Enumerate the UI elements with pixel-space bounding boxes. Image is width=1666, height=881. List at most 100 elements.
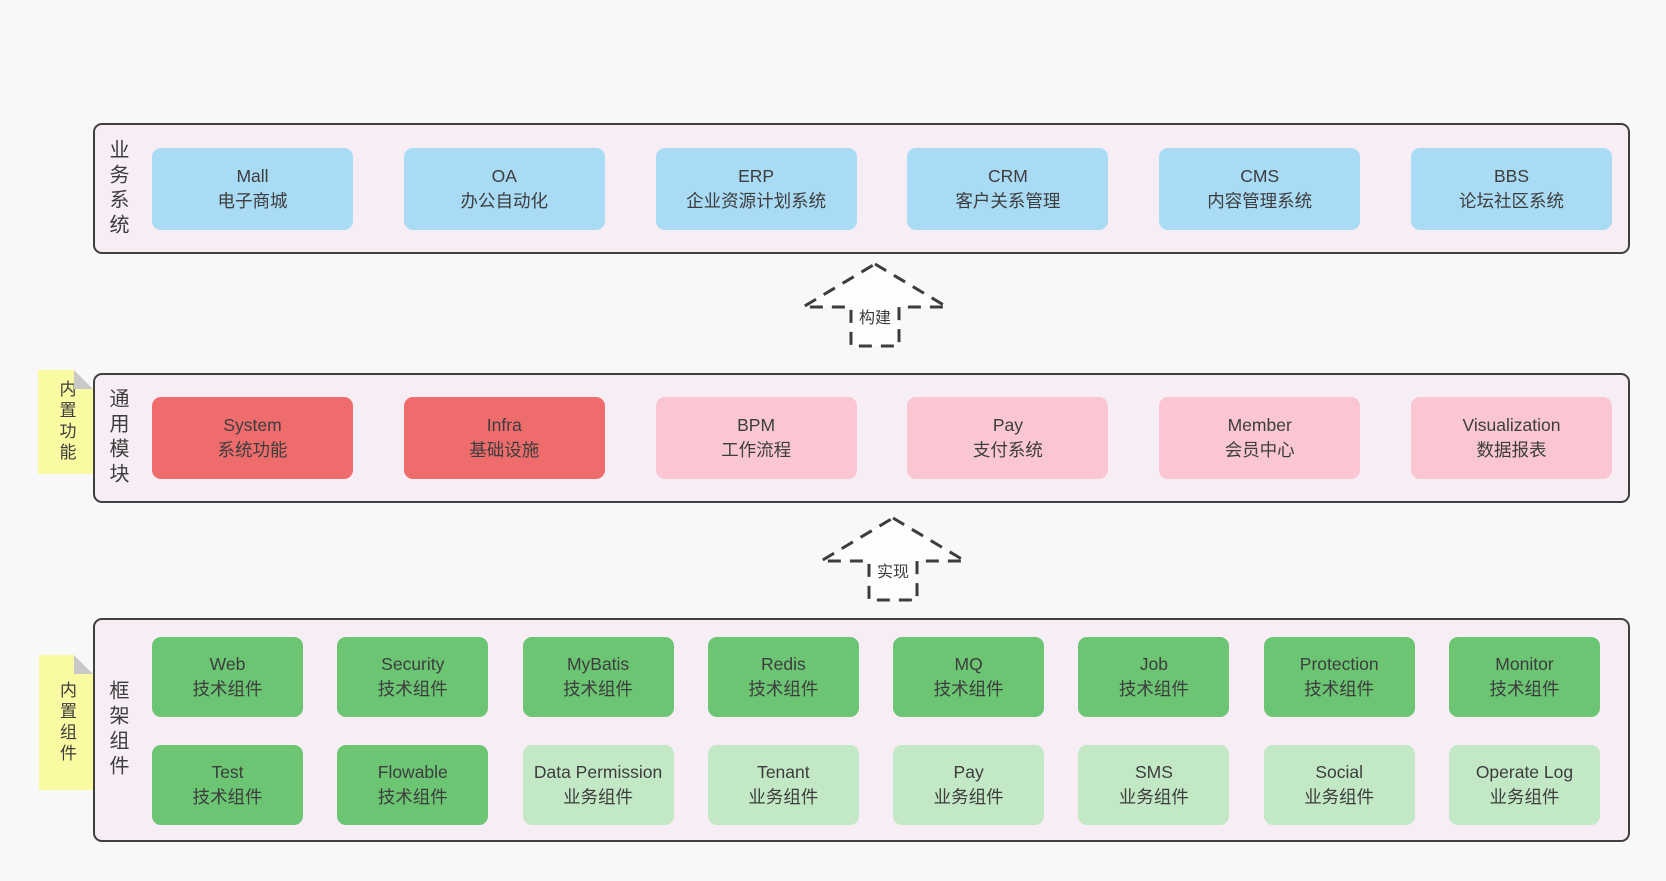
component-box-flowable: Flowable 技术组件 [337,745,489,825]
box-title: BBS [1493,165,1529,186]
box-title: Monitor [1495,654,1554,674]
box-title: Tenant [757,762,810,782]
box-title: Social [1315,762,1364,782]
box-title: Test [211,762,244,782]
business-panel-label: 业务系统 [106,138,128,239]
box-title: OA [491,165,517,186]
box-subtitle: 业务组件 [1489,787,1560,807]
box-subtitle: 技术组件 [192,787,263,807]
box-subtitle: 技术组件 [192,679,263,699]
box-title: BPM [737,415,776,435]
box-title: Data Permission [533,762,663,782]
module-box-bpm: BPM 工作流程 [655,397,857,479]
sticky-note-builtin-components: 内置组件 [39,655,93,790]
framework-components-panel: 框架组件 Web 技术组件 Security 技术组件 MyBatis 技术组件… [93,618,1630,842]
box-subtitle: 业务组件 [563,787,634,807]
box-title: Operate Log [1475,762,1574,782]
business-box-erp: ERP 企业资源计划系统 [655,147,857,230]
box-title: Member [1227,415,1292,435]
business-box-mall: Mall 电子商城 [152,147,353,230]
folded-corner-icon [74,370,93,389]
sticky-note-builtin-features: 内置功能 [38,370,93,474]
box-subtitle: 基础设施 [469,440,540,460]
box-title: Security [381,654,445,674]
box-title: Pay [953,762,984,782]
component-box-test: Test 技术组件 [152,745,303,825]
component-box-monitor: Monitor 技术组件 [1448,637,1600,717]
box-title: Job [1139,654,1169,674]
component-box-job: Job 技术组件 [1078,637,1230,717]
box-title: System [223,415,282,435]
implement-arrow-label: 实现 [873,558,913,582]
box-subtitle: 内容管理系统 [1207,190,1313,211]
components-row-1: Web 技术组件 Security 技术组件 MyBatis 技术组件 Redi… [152,636,1600,718]
component-box-mybatis: MyBatis 技术组件 [522,637,674,717]
component-box-tenant: Tenant 业务组件 [707,745,859,825]
component-box-sms: SMS 业务组件 [1078,745,1230,825]
box-title: Redis [760,654,806,674]
module-box-pay: Pay 支付系统 [907,397,1109,479]
build-arrow-label: 构建 [855,304,895,328]
box-title: Web [209,654,246,674]
box-title: Mall [236,165,269,186]
module-box-system: System 系统功能 [152,397,353,479]
box-subtitle: 工作流程 [721,440,792,460]
box-subtitle: 客户关系管理 [955,190,1061,211]
box-title: MyBatis [566,654,630,674]
business-box-oa: OA 办公自动化 [403,147,605,230]
box-subtitle: 企业资源计划系统 [686,190,827,211]
box-title: Visualization [1462,415,1561,435]
box-title: ERP [738,165,775,186]
box-subtitle: 业务组件 [748,787,819,807]
box-title: MQ [954,654,983,674]
module-box-member: Member 会员中心 [1159,397,1361,479]
box-subtitle: 技术组件 [377,679,448,699]
box-subtitle: 电子商城 [217,190,288,211]
business-box-cms: CMS 内容管理系统 [1159,147,1361,230]
components-panel-label: 框架组件 [106,680,128,780]
box-subtitle: 技术组件 [377,787,448,807]
box-title: Protection [1299,654,1379,674]
component-box-operate-log: Operate Log 业务组件 [1448,745,1600,825]
common-modules-panel: 通用模块 System 系统功能 Infra 基础设施 BPM 工作流程 Pay… [93,373,1630,503]
modules-boxes-row: System 系统功能 Infra 基础设施 BPM 工作流程 Pay 支付系统… [152,375,1612,501]
box-title: Infra [486,415,522,435]
business-box-bbs: BBS 论坛社区系统 [1410,147,1612,230]
component-box-redis: Redis 技术组件 [707,637,859,717]
component-box-mq: MQ 技术组件 [893,637,1045,717]
box-title: CMS [1240,165,1280,186]
box-title: Flowable [377,762,448,782]
business-systems-panel: 业务系统 Mall 电子商城 OA 办公自动化 ERP 企业资源计划系统 CRM… [93,123,1630,254]
implement-arrow: 实现 [818,516,968,602]
modules-panel-label: 通用模块 [106,388,128,488]
folded-corner-icon [74,655,93,674]
box-title: Pay [992,415,1023,435]
component-box-protection: Protection 技术组件 [1263,637,1415,717]
build-arrow: 构建 [800,262,950,348]
module-box-visualization: Visualization 数据报表 [1410,397,1612,479]
box-subtitle: 数据报表 [1476,440,1547,460]
box-subtitle: 业务组件 [1304,787,1375,807]
sticky-note-text: 内置组件 [57,680,76,765]
business-box-crm: CRM 客户关系管理 [907,147,1109,230]
box-subtitle: 技术组件 [563,679,634,699]
box-title: SMS [1134,762,1173,782]
box-subtitle: 技术组件 [1118,679,1189,699]
component-box-web: Web 技术组件 [152,637,303,717]
box-subtitle: 会员中心 [1224,440,1295,460]
business-boxes-row: Mall 电子商城 OA 办公自动化 ERP 企业资源计划系统 CRM 客户关系… [152,125,1612,252]
box-subtitle: 系统功能 [217,440,288,460]
box-subtitle: 技术组件 [1489,679,1560,699]
components-row-2: Test 技术组件 Flowable 技术组件 Data Permission … [152,745,1600,825]
box-subtitle: 论坛社区系统 [1458,190,1564,211]
box-subtitle: 技术组件 [1304,679,1375,699]
component-box-pay: Pay 业务组件 [893,745,1045,825]
component-box-data-permission: Data Permission 业务组件 [522,745,674,825]
box-subtitle: 业务组件 [933,787,1004,807]
box-subtitle: 技术组件 [933,679,1004,699]
module-box-infra: Infra 基础设施 [403,397,605,479]
box-subtitle: 业务组件 [1118,787,1189,807]
box-subtitle: 技术组件 [748,679,819,699]
box-subtitle: 办公自动化 [460,190,549,211]
